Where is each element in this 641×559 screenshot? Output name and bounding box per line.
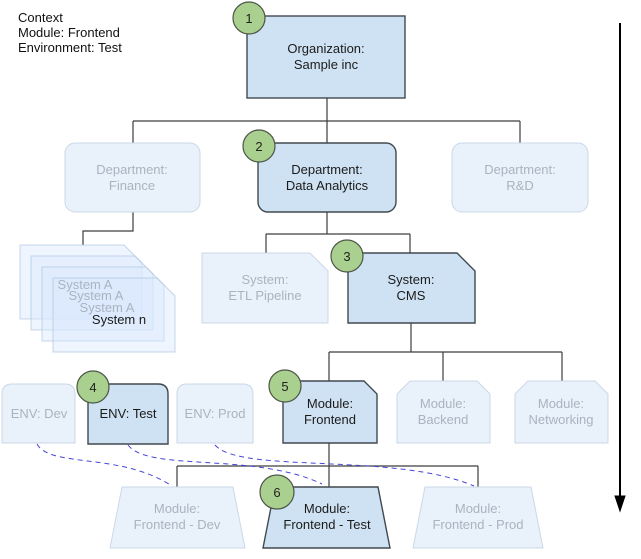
system-etl-label-line1: System: [242, 272, 289, 287]
system-cms-label-line2: CMS [397, 288, 426, 303]
step-badge-5: 5 [268, 369, 302, 403]
step-badge-3-circle [330, 239, 364, 273]
node-department-finance[interactable]: Department: Finance [64, 142, 201, 213]
deploy-frontend-test-box[interactable] [262, 486, 391, 549]
context-title: Context [18, 10, 63, 25]
env-dev-label: ENV: Dev [11, 406, 68, 421]
step-badge-1-number: 1 [245, 11, 252, 26]
node-department-rnd[interactable]: Department: R&D [451, 142, 589, 213]
department-data-analytics-label-line1: Department: [291, 162, 363, 177]
department-data-analytics-label-line2: Data Analytics [286, 178, 369, 193]
deploy-frontend-prod-box[interactable] [412, 486, 544, 549]
deploy-frontend-prod-label-line1: Module: [455, 501, 501, 516]
flow-arrow-head-icon [614, 495, 626, 513]
node-module-backend[interactable]: Module: Backend [396, 380, 491, 444]
system-stack-label-n: System n [92, 312, 146, 327]
env-dev-box[interactable] [1, 383, 76, 444]
node-module-networking[interactable]: Module: Networking [514, 380, 609, 444]
context-annotation: Context Module: Frontend Environment: Te… [18, 10, 122, 55]
deploy-frontend-dev-label-line2: Frontend - Dev [134, 517, 221, 532]
system-stack-label-3: System A [80, 300, 135, 315]
node-organization[interactable]: Organization: Sample inc [246, 15, 406, 99]
system-cms-label-line1: System: [388, 272, 435, 287]
node-deploy-frontend-dev[interactable]: Module: Frontend - Dev [109, 486, 246, 549]
connector-analytics-to-systems [265, 212, 411, 253]
node-env-prod[interactable]: ENV: Prod [176, 383, 254, 444]
system-cms-box[interactable] [347, 252, 476, 324]
system-etl-label-line2: ETL Pipeline [228, 288, 301, 303]
step-badge-3-number: 3 [343, 249, 350, 264]
module-networking-label-line1: Module: [538, 396, 584, 411]
system-stack-label-2: System A [69, 288, 124, 303]
node-system-cms[interactable]: System: CMS [347, 252, 476, 324]
organization-box[interactable] [246, 15, 406, 99]
connector-finance-to-systemstack [82, 212, 134, 245]
env-prod-label: ENV: Prod [185, 406, 246, 421]
step-badge-5-number: 5 [281, 379, 288, 394]
step-badge-4: 4 [76, 370, 110, 404]
module-networking-label-line2: Networking [528, 412, 593, 427]
department-finance-label-line2: Finance [109, 178, 155, 193]
node-deploy-frontend-prod[interactable]: Module: Frontend - Prod [412, 486, 544, 549]
node-module-frontend[interactable]: Module: Frontend [282, 380, 378, 444]
connector-org-to-departments [132, 98, 521, 143]
node-system-stack[interactable]: System A System A System A System n [19, 244, 176, 353]
deploy-frontend-dev-label-line1: Module: [154, 501, 200, 516]
node-env-test[interactable]: ENV: Test [87, 383, 169, 445]
connector-frontend-to-deployments [176, 443, 479, 487]
deploy-frontend-test-label-line2: Frontend - Test [283, 517, 371, 532]
organization-label-line2: Sample inc [294, 57, 359, 72]
department-rnd-label-line2: R&D [506, 178, 533, 193]
system-stack-card-2[interactable] [30, 255, 154, 331]
dashed-link-envtest-to-deploytest [127, 444, 323, 485]
step-badge-1: 1 [232, 1, 266, 35]
step-badge-6: 6 [259, 474, 295, 510]
dashed-link-envdev-to-deploydev [36, 443, 173, 487]
step-badge-3: 3 [330, 239, 364, 273]
env-test-label: ENV: Test [99, 406, 156, 421]
context-environment: Environment: Test [18, 40, 122, 55]
dashed-link-envprod-to-deployprod [214, 444, 475, 487]
env-prod-box[interactable] [176, 383, 254, 444]
module-backend-label-line2: Backend [418, 412, 469, 427]
module-networking-box[interactable] [514, 380, 609, 444]
context-module: Module: Frontend [18, 25, 120, 40]
system-stack-card-4[interactable] [52, 277, 176, 353]
node-department-data-analytics[interactable]: Department: Data Analytics [257, 142, 397, 213]
node-env-dev[interactable]: ENV: Dev [1, 383, 76, 444]
module-frontend-label-line1: Module: [307, 396, 353, 411]
department-data-analytics-box[interactable] [257, 142, 397, 213]
step-badge-2-number: 2 [255, 139, 262, 154]
department-rnd-label-line1: Department: [484, 162, 556, 177]
step-badge-1-circle [232, 1, 266, 35]
node-system-etl[interactable]: System: ETL Pipeline [201, 252, 329, 324]
module-frontend-label-line2: Frontend [304, 412, 356, 427]
flow-arrow [614, 23, 626, 513]
module-backend-box[interactable] [396, 380, 491, 444]
step-badge-2-circle [242, 129, 276, 163]
deploy-frontend-test-label-line1: Module: [304, 501, 350, 516]
deploy-frontend-dev-box[interactable] [109, 486, 246, 549]
department-finance-box[interactable] [64, 142, 201, 213]
step-badge-2: 2 [242, 129, 276, 163]
system-stack-card-3[interactable] [41, 266, 165, 342]
connector-cms-to-modules [328, 323, 563, 381]
deploy-frontend-prod-label-line2: Frontend - Prod [432, 517, 523, 532]
system-stack-card-1[interactable] [19, 244, 143, 320]
system-etl-box[interactable] [201, 252, 329, 324]
system-stack-label-1: System A [58, 277, 113, 292]
step-badge-4-circle [76, 370, 110, 404]
node-deploy-frontend-test[interactable]: Module: Frontend - Test [262, 486, 391, 549]
step-badge-5-circle [268, 369, 302, 403]
module-backend-label-line1: Module: [420, 396, 466, 411]
department-finance-label-line1: Department: [96, 162, 168, 177]
step-badge-6-number: 6 [273, 485, 280, 500]
department-rnd-box[interactable] [451, 142, 589, 213]
step-badge-6-circle [259, 474, 295, 510]
step-badge-4-number: 4 [89, 380, 96, 395]
organization-label-line1: Organization: [287, 41, 364, 56]
